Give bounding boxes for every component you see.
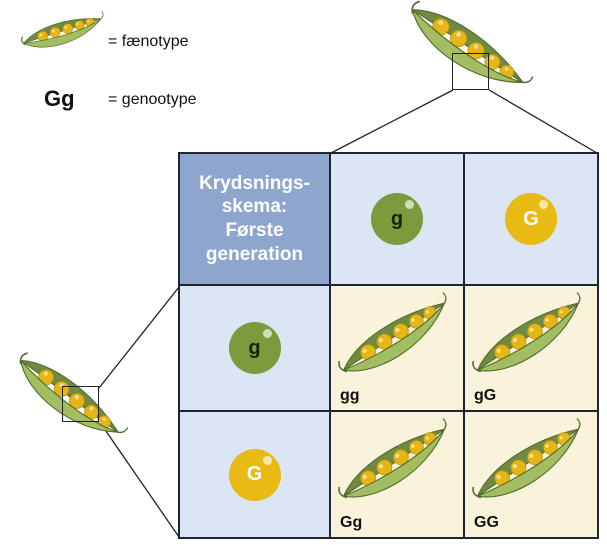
gamete-circle-G: G xyxy=(228,448,281,501)
allele-letter: g xyxy=(248,336,261,359)
genotype-label: gg xyxy=(340,387,360,404)
allele-letter: G xyxy=(246,463,263,485)
result-cell-gg: gg xyxy=(331,286,463,410)
column-gamete-cell-G: G xyxy=(465,154,597,284)
offspring-pea-pod xyxy=(331,291,463,397)
gamete-circle-g: g xyxy=(228,322,281,374)
result-cell-gG: gG xyxy=(465,286,597,410)
genotype-label: Gg xyxy=(340,514,363,531)
gamete-circle-g: g xyxy=(371,193,423,245)
zoom-box-top xyxy=(452,53,489,90)
allele-letter: g xyxy=(390,207,404,230)
grid-header-cell: Krydsnings- skema: Første generation xyxy=(180,154,329,284)
gamete-circle-G: G xyxy=(505,193,557,245)
circle-highlight xyxy=(405,200,414,209)
circle-highlight xyxy=(539,200,548,209)
genotype-label: gG xyxy=(474,387,497,404)
phenotype-legend-label: = fænotype xyxy=(108,33,189,50)
zoom-box-left xyxy=(62,386,99,422)
column-gamete-cell-g: g xyxy=(331,154,463,284)
genotype-legend-label: = genootype xyxy=(108,91,197,108)
punnett-grid: Krydsnings- skema: Første generation g G… xyxy=(178,152,599,539)
result-cell-GG: GG xyxy=(465,412,597,537)
offspring-pea-pod xyxy=(465,417,597,523)
allele-letter: G xyxy=(523,207,539,230)
genotype-symbol: Gg xyxy=(44,86,75,111)
result-cell-Gg: Gg xyxy=(331,412,463,537)
offspring-pea-pod xyxy=(331,417,463,523)
row-gamete-cell-G: G xyxy=(180,412,329,537)
genotype-label: GG xyxy=(474,514,499,531)
offspring-pea-pod xyxy=(465,291,597,397)
row-gamete-cell-g: g xyxy=(180,286,329,410)
circle-highlight xyxy=(262,329,272,338)
circle-highlight xyxy=(262,455,272,465)
legend-pea-pod-icon xyxy=(18,10,109,62)
